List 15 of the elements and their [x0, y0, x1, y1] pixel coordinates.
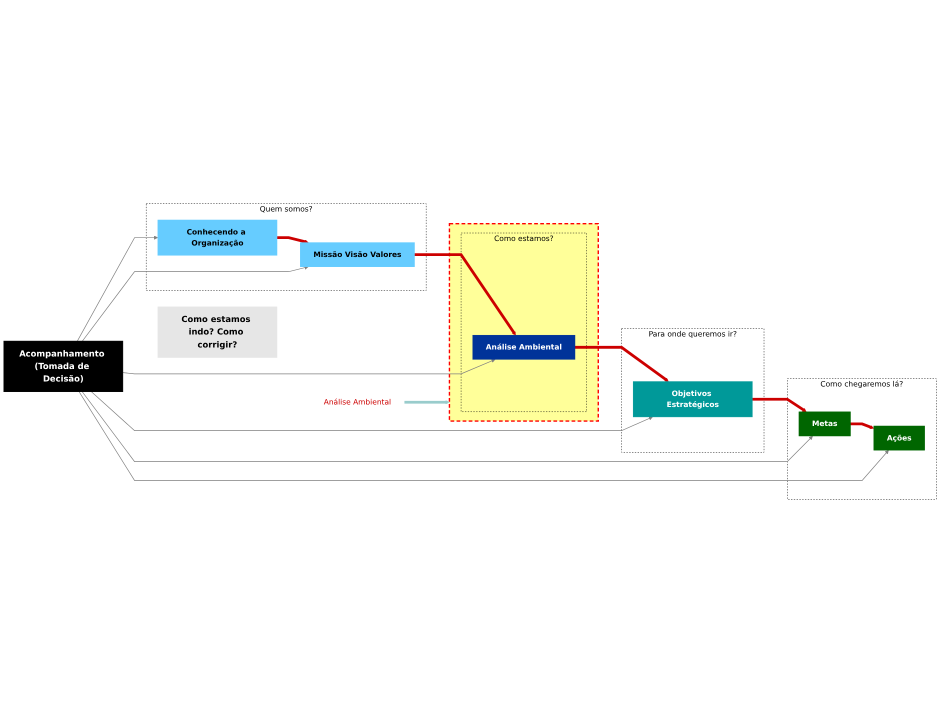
arrow [78, 391, 889, 481]
arrow [82, 266, 309, 342]
arrow [404, 400, 450, 404]
arrow [82, 391, 813, 462]
arrow [575, 346, 669, 382]
arrow [850, 422, 874, 429]
arrow [414, 253, 516, 336]
node-box: Acompanhamento (Tomada de Decisão) [4, 340, 124, 392]
arrow [77, 236, 158, 342]
arrow [752, 398, 807, 412]
node-box: Como estamos indo? Como corrigir? [158, 306, 278, 358]
cluster [448, 223, 599, 422]
arrow [277, 236, 309, 244]
arrow [122, 358, 496, 374]
arrow [91, 391, 653, 431]
